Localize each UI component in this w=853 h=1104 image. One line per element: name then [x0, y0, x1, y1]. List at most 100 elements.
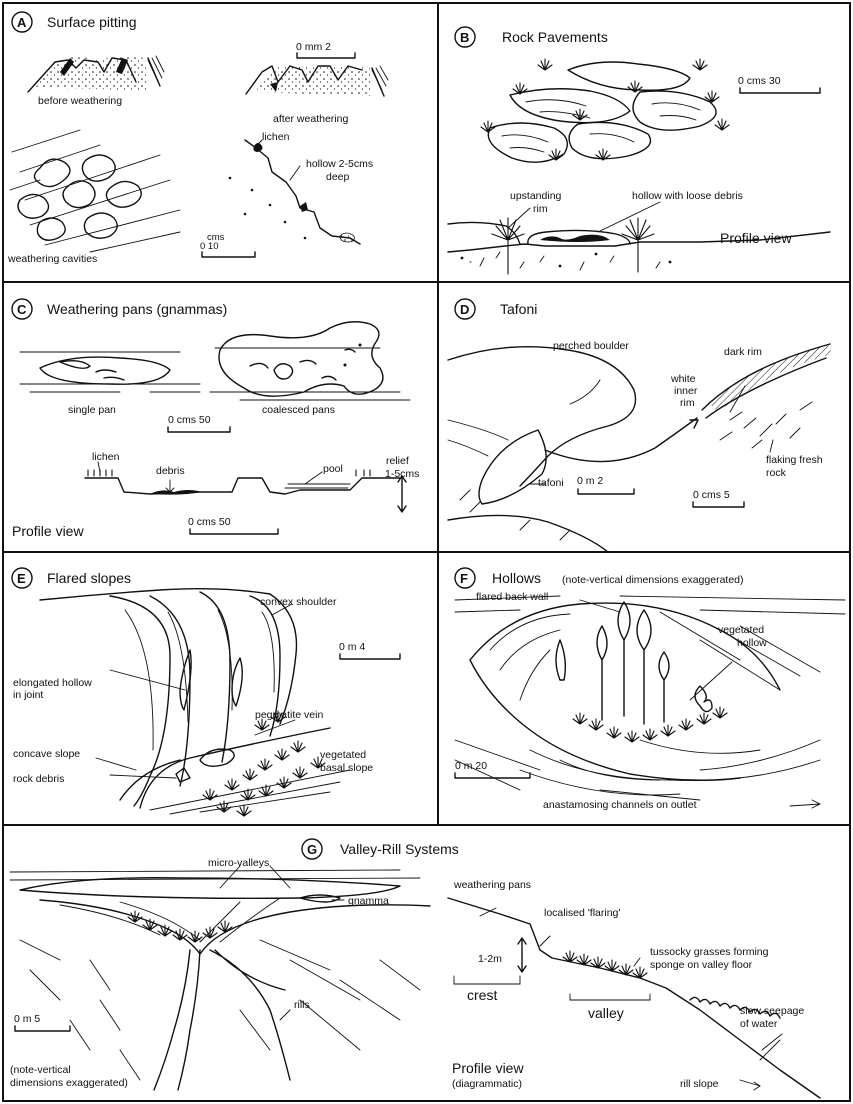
rock-debris-label: rock debris: [13, 773, 64, 785]
gnamma-label: gnamma: [348, 895, 389, 907]
in-joint-label: in joint: [13, 689, 43, 701]
dark-rim-label: dark rim: [724, 346, 762, 358]
anastomosing-label: anastamosing channels on outlet: [543, 799, 697, 811]
hollow-sketch: [455, 596, 845, 808]
convex-shoulder-label: convex shoulder: [260, 596, 337, 608]
lichen-profile-sketch: [229, 140, 360, 244]
pan-profile-sketch: [85, 462, 406, 512]
panel-g: G Valley-Rill Systems micro-valleys gnam…: [10, 839, 820, 1098]
tafoni-boulder-sketch: [448, 347, 698, 552]
panel-title: Hollows: [492, 570, 541, 586]
upstanding-label: upstanding: [510, 190, 562, 202]
white-rim-label-1: white: [670, 373, 696, 385]
scale-label: 0 m 20: [455, 760, 487, 772]
localised-flaring-label: localised 'flaring': [544, 907, 620, 919]
crest-label: crest: [467, 987, 497, 1003]
panel-letter: E: [17, 571, 26, 586]
scale-label: 0 m 5: [14, 1013, 40, 1025]
panel-b: B Rock Pavements 0 cms 30: [448, 27, 830, 274]
valley-label: valley: [588, 1005, 624, 1021]
flaking-label: flaking fresh: [766, 454, 823, 466]
height-label: 1-2m: [478, 953, 502, 965]
surface-after-sketch: [246, 66, 388, 96]
scale-label: 0 cms 50: [168, 414, 211, 426]
panel-title: Rock Pavements: [502, 29, 608, 45]
note-label-1: (note-vertical: [10, 1064, 71, 1076]
panel-letter: F: [460, 571, 468, 586]
scale-label: 0 cms 50: [188, 516, 231, 528]
scale-values: 0 10: [200, 241, 219, 252]
scale-bar: 0 cms 30: [738, 75, 820, 93]
scale-label: 0 cms 5: [693, 489, 730, 501]
panel-d: D Tafoni perched boulder tafoni dark rim…: [448, 299, 832, 552]
pegmatite-label: pegmatite vein: [255, 709, 323, 721]
panel-title: Weathering pans (gnammas): [47, 301, 227, 317]
seepage-label-2: of water: [740, 1018, 778, 1030]
rills-label: rills: [294, 999, 310, 1011]
scale-label: 0 m 2: [577, 475, 603, 487]
tussock-label-1: tussocky grasses forming: [650, 946, 769, 958]
lichen-label: lichen: [92, 451, 120, 463]
rim-label: rim: [533, 203, 548, 215]
seepage-label-1: slow seepage: [740, 1005, 804, 1017]
panel-letter: G: [307, 842, 317, 857]
hollow-debris-label: hollow with loose debris: [632, 190, 743, 202]
panel-letter: B: [460, 30, 469, 45]
diagrammatic-label: (diagrammatic): [452, 1078, 522, 1090]
scale-label: 0 mm 2: [296, 41, 331, 53]
panel-e: E Flared slopes: [12, 568, 400, 816]
flared-back-wall-label: flared back wall: [476, 591, 548, 603]
white-rim-label-2: inner: [674, 385, 698, 397]
scale-bar: 0 m 5: [14, 1013, 70, 1031]
scale-label: 0 cms 30: [738, 75, 781, 87]
tussock-label-2: sponge on valley floor: [650, 959, 753, 971]
coalesced-pans-sketch: [210, 322, 410, 400]
micro-valleys-label: micro-valleys: [208, 857, 269, 869]
single-pan-label: single pan: [68, 404, 116, 416]
vegetated-label: vegetated: [320, 749, 366, 761]
surface-before-sketch: [28, 55, 164, 92]
note-label-2: dimensions exaggerated): [10, 1077, 128, 1089]
rill-slope-label: rill slope: [680, 1078, 719, 1090]
vegetated-label: vegetated: [718, 624, 764, 636]
scale-bar: 0 cms 5: [693, 489, 744, 507]
panel-letter: C: [17, 302, 27, 317]
profile-view-label: Profile view: [452, 1060, 524, 1076]
before-label: before weathering: [38, 95, 122, 107]
debris-label: debris: [156, 465, 185, 477]
hollow-label: hollow 2-5cms: [306, 158, 373, 170]
scale-bar: 0 m 4: [339, 641, 400, 659]
panel-grid: [3, 3, 850, 1101]
scale-bar: 0 cms 50: [168, 414, 230, 432]
relief-label: relief: [386, 455, 409, 467]
panel-title: Valley-Rill Systems: [340, 841, 459, 857]
scale-bar: 0 cms 50: [188, 516, 278, 534]
weathering-pans-label: weathering pans: [453, 879, 531, 891]
tafoni-label: tafoni: [538, 477, 564, 489]
pool-label: pool: [323, 463, 343, 475]
scale-bar: 0 m 2: [577, 475, 634, 494]
profile-view-label: Profile view: [12, 523, 84, 539]
profile-view-label: Profile view: [720, 230, 792, 246]
scale-bar: cms 0 10: [200, 232, 255, 257]
after-label: after weathering: [273, 113, 348, 125]
basal-slope-label: basal slope: [320, 762, 373, 774]
hollow-label: hollow: [737, 637, 767, 649]
panel-c: C Weathering pans (gnammas) single pan c…: [12, 299, 419, 539]
lichen-label: lichen: [262, 131, 290, 143]
panel-letter: D: [460, 302, 469, 317]
single-pan-sketch: [20, 352, 200, 392]
flaking-rim-sketch: [702, 344, 832, 452]
coalesced-pans-label: coalesced pans: [262, 404, 335, 416]
panel-letter: A: [17, 15, 27, 30]
panel-title: Flared slopes: [47, 570, 131, 586]
hollow-depth-label: deep: [326, 171, 350, 183]
elongated-hollow-label: elongated hollow: [13, 677, 92, 689]
panel-note: (note-vertical dimensions exaggerated): [562, 574, 744, 586]
panel-title: Tafoni: [500, 301, 537, 317]
concave-slope-label: concave slope: [13, 748, 80, 760]
cavities-label: weathering cavities: [7, 253, 97, 265]
flaking-rock-label: rock: [766, 467, 787, 479]
scale-label: 0 m 4: [339, 641, 365, 653]
